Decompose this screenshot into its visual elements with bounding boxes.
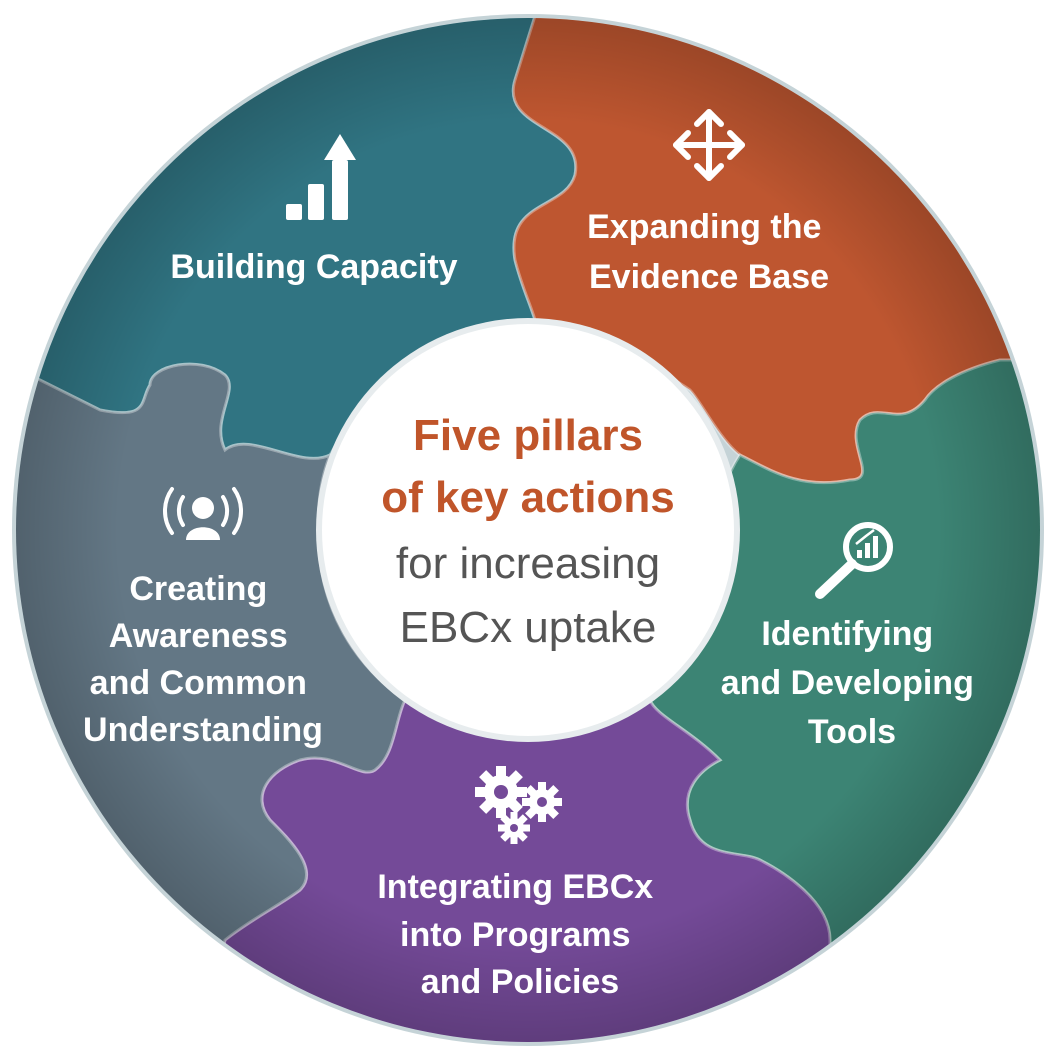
center-line-2: of key actions bbox=[381, 473, 674, 522]
pillar-label-building-capacity: Building Capacity bbox=[170, 248, 457, 286]
pillar-label-integrating-ebcx: Integrating EBCx into Programs and Polic… bbox=[377, 868, 662, 1001]
pillar-label-identifying-tools: Identifying and Developing Tools bbox=[721, 615, 984, 751]
center-line-4: EBCx uptake bbox=[400, 603, 657, 652]
center-circle bbox=[322, 324, 734, 736]
pillar-label-creating-awareness: Creating Awareness and Common Understand… bbox=[83, 570, 323, 749]
pillar-label-expanding-evidence: Expanding the Evidence Base bbox=[587, 208, 831, 296]
magnifier-chart-icon bbox=[815, 522, 893, 599]
expand-arrows-icon bbox=[673, 109, 745, 181]
center-line-3: for increasing bbox=[396, 539, 660, 588]
center-line-1: Five pillars bbox=[413, 411, 643, 460]
broadcast-person-icon bbox=[162, 487, 244, 540]
gears-icon bbox=[475, 766, 562, 844]
bar-chart-arrow-icon bbox=[286, 134, 356, 220]
